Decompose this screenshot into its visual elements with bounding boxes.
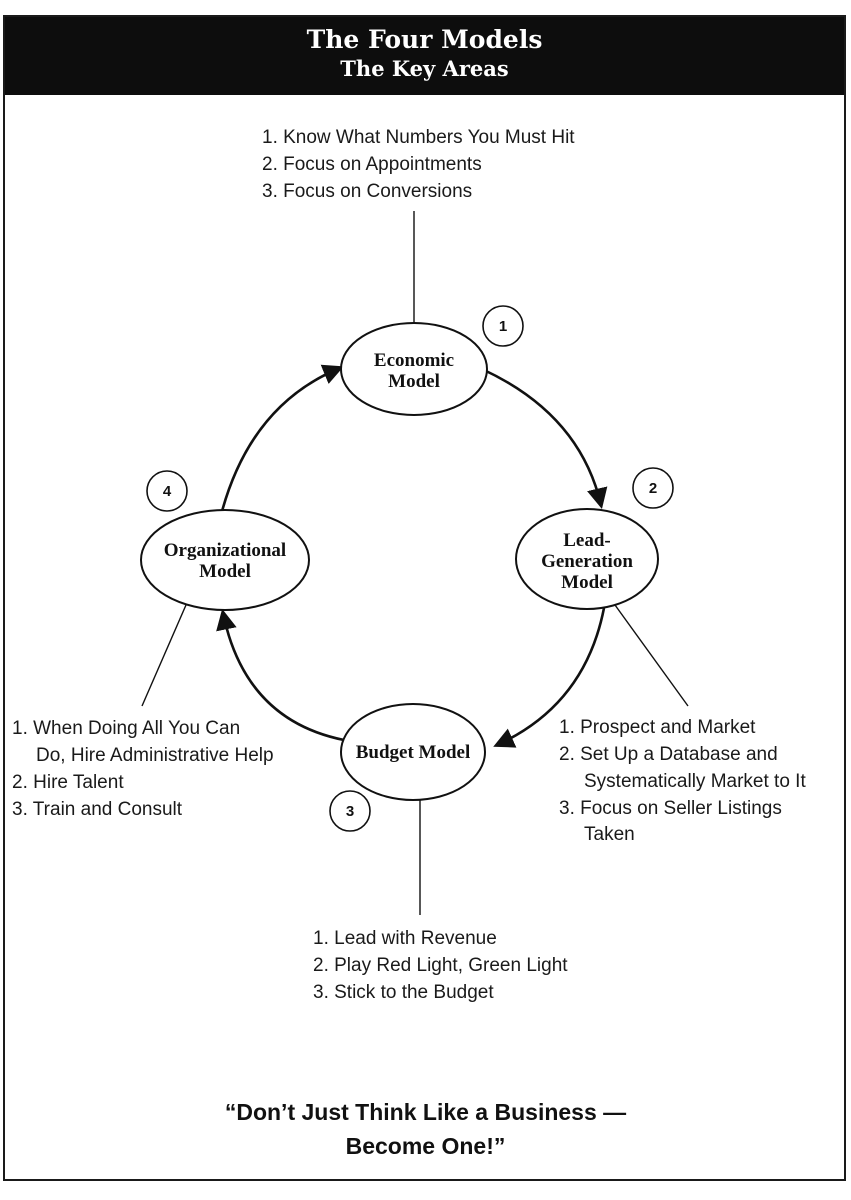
organizational-model-label-line2: Model [199, 561, 251, 582]
lead-generation-model-node: Lead- Generation Model [515, 508, 659, 610]
badge-organizational-number: 4 [163, 483, 172, 500]
organizational-model-label-line1: Organizational [164, 540, 286, 561]
economic-item-3: 3. Focus on Conversions [262, 181, 472, 202]
economic-model-node: Economic Model [340, 322, 488, 416]
budget-item-3: 3. Stick to the Budget [313, 982, 494, 1003]
quote-line-2: Become One!” [345, 1133, 506, 1159]
connector-organizational [141, 604, 187, 707]
lead-item-2-cont: Systematically Market to It [584, 771, 806, 792]
lead-generation-model-list: 1. Prospect and Market 2. Set Up a Datab… [559, 717, 806, 845]
organizational-item-1: 1. When Doing All You Can [12, 718, 240, 739]
organizational-item-2: 2. Hire Talent [12, 772, 124, 793]
title-banner: The Four Models The Key Areas [5, 17, 844, 95]
organizational-model-list: 1. When Doing All You Can Do, Hire Admin… [12, 718, 274, 820]
lead-item-1: 1. Prospect and Market [559, 717, 756, 738]
figure-frame: The Four Models The Key Areas [3, 15, 846, 1181]
lead-item-2: 2. Set Up a Database and [559, 744, 778, 765]
arrow-economic-to-lead [483, 368, 608, 510]
economic-model-label-line2: Model [388, 371, 440, 392]
economic-model-list: 1. Know What Numbers You Must Hit 2. Foc… [262, 127, 575, 202]
arrow-lead-to-budget [493, 607, 606, 748]
economic-item-1: 1. Know What Numbers You Must Hit [262, 127, 575, 148]
economic-model-label-line1: Economic [374, 350, 454, 371]
budget-model-list: 1. Lead with Revenue 2. Play Red Light, … [313, 928, 568, 1003]
budget-model-node: Budget Model [340, 703, 486, 801]
lead-item-3: 3. Focus on Seller Listings [559, 798, 782, 819]
economic-item-2: 2. Focus on Appointments [262, 154, 482, 175]
badge-budget: 3 [329, 790, 371, 832]
badge-lead-generation-number: 2 [649, 480, 657, 497]
budget-model-label: Budget Model [356, 742, 471, 763]
connector-lead-generation [614, 604, 689, 707]
lead-generation-label-line2: Generation [541, 551, 633, 572]
budget-item-1: 1. Lead with Revenue [313, 928, 497, 949]
lead-generation-label-line3: Model [561, 572, 613, 593]
lead-item-3-cont: Taken [584, 824, 635, 845]
figure-title: The Four Models [306, 25, 543, 54]
arrow-organizational-to-economic [219, 364, 344, 516]
badge-economic: 1 [482, 305, 524, 347]
badge-organizational: 4 [146, 470, 188, 512]
badge-lead-generation: 2 [632, 467, 674, 509]
figure-subtitle: The Key Areas [340, 56, 509, 81]
organizational-model-node: Organizational Model [140, 509, 310, 611]
organizational-item-1-cont: Do, Hire Administrative Help [36, 745, 274, 766]
budget-item-2: 2. Play Red Light, Green Light [313, 955, 568, 976]
badge-budget-number: 3 [346, 803, 354, 820]
lead-generation-label-line1: Lead- [563, 530, 611, 551]
arrow-budget-to-organizational [216, 608, 345, 742]
closing-quote: “Don’t Just Think Like a Business — Beco… [0, 1095, 851, 1163]
badge-economic-number: 1 [499, 318, 507, 335]
organizational-item-3: 3. Train and Consult [12, 799, 183, 820]
quote-line-1: “Don’t Just Think Like a Business — [224, 1099, 627, 1125]
